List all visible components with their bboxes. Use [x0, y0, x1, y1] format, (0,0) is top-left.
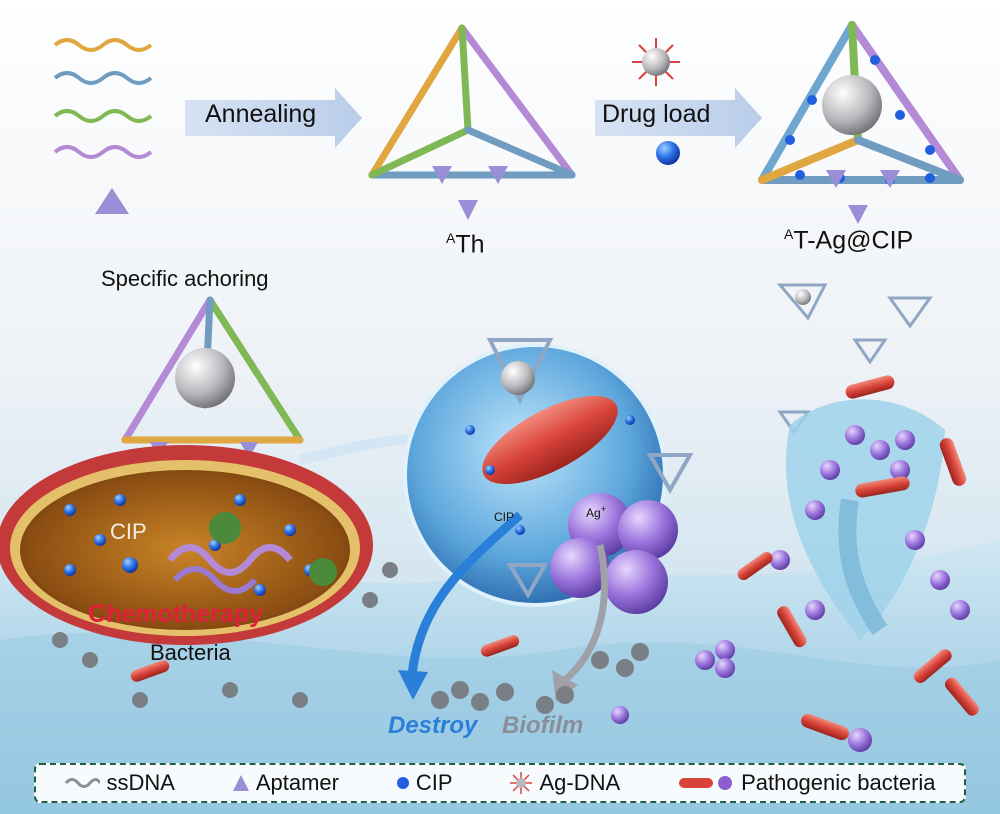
ssdna-strands: [53, 38, 153, 159]
th-label: ATh: [446, 230, 485, 259]
magnified-bubble: [403, 338, 694, 614]
ag-dna-particle: [632, 38, 680, 86]
floating-tetrahedra: [776, 283, 933, 435]
legend-item-agdna: Ag-DNA: [509, 770, 620, 796]
tetrahedron-th: [368, 24, 576, 220]
drug-load-label: Drug load: [602, 100, 711, 128]
cip-icon: [396, 777, 409, 789]
annealing-arrow: [185, 88, 362, 148]
annealing-label: Annealing: [205, 100, 317, 128]
legend: ssDNA Aptamer CIP Ag-DNA Pathogenic bact…: [34, 763, 966, 803]
ag-dna-icon: [510, 772, 533, 794]
bacterium-cell: [0, 445, 373, 645]
bacteria-label: Bacteria: [150, 640, 231, 665]
legend-ssdna-label: ssDNA: [106, 770, 175, 795]
legend-aptamer-label: Aptamer: [255, 770, 339, 795]
biofilm-label: Biofilm: [502, 712, 584, 739]
biofilm-cluster: [130, 375, 979, 752]
ssdna-icon: [65, 778, 101, 788]
aptamer-triangle-icon: [95, 188, 129, 214]
chemotherapy-label: Chemotherapy: [88, 600, 264, 628]
biofilm-debris: [52, 562, 649, 714]
legend-pathogenic-label: Pathogenic bacteria: [741, 770, 936, 795]
legend-cip-label: CIP: [415, 770, 453, 795]
destroy-label: Destroy: [388, 712, 478, 739]
tetrahedron-anchoring: [121, 296, 304, 458]
ag-ion-label: Ag+: [586, 504, 606, 520]
legend-item-aptamer: Aptamer: [232, 770, 339, 796]
aptamer-icon: [232, 775, 249, 791]
tetrahedron-t-ag-cip: [758, 21, 964, 224]
legend-item-ssdna: ssDNA: [64, 770, 175, 796]
t-ag-cip-label: AT-Ag@CIP: [784, 226, 914, 255]
legend-agdna-label: Ag-DNA: [539, 770, 621, 795]
legend-item-pathogenic: Pathogenic bacteria: [677, 770, 936, 796]
drug-load-arrow: [595, 88, 762, 148]
cip-small-label: CIP: [494, 510, 515, 524]
specific-anchoring-label: Specific achoring: [101, 266, 269, 291]
legend-item-cip: CIP: [396, 770, 453, 796]
cip-inside-label: CIP: [110, 519, 147, 544]
cip-molecule: [656, 141, 680, 165]
pathogenic-bacteria-icon: [679, 776, 733, 790]
